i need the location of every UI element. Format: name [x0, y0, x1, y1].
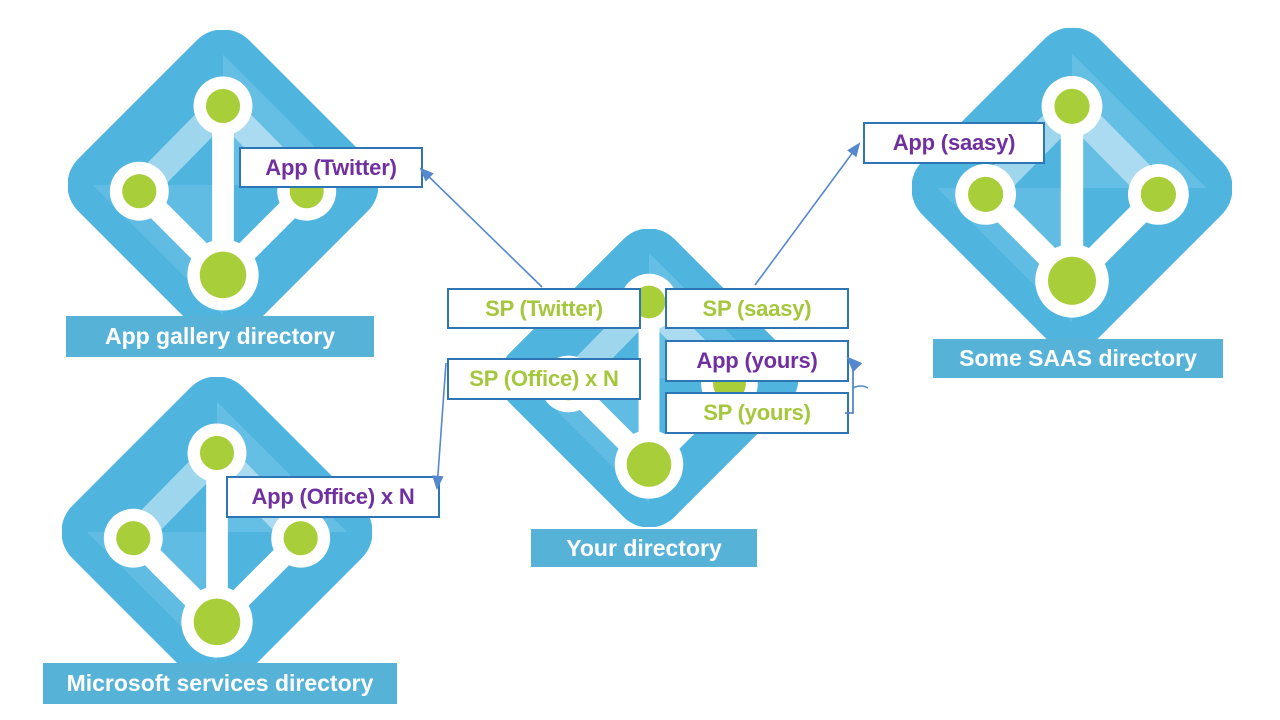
sp-office-label: SP (Office) x N [447, 358, 641, 400]
app-yours-label: App (yours) [665, 340, 849, 382]
microsoft-services-directory-icon [62, 377, 372, 687]
connector-sp-yours-to-app-yours-cusp [852, 385, 869, 389]
sp-twitter-label: SP (Twitter) [447, 288, 641, 329]
sp-saasy-label: SP (saasy) [665, 288, 849, 329]
app-twitter-label: App (Twitter) [239, 147, 423, 188]
some-saas-directory-icon [912, 28, 1232, 348]
your-directory-banner: Your directory [531, 529, 757, 567]
app-gallery-directory-banner: App gallery directory [66, 316, 374, 357]
arrow-sp-office-to-app-office [432, 362, 447, 491]
some-saas-directory-banner: Some SAAS directory [933, 339, 1223, 378]
sp-yours-label: SP (yours) [665, 392, 849, 434]
app-office-label: App (Office) x N [226, 476, 440, 518]
app-saasy-label: App (saasy) [863, 122, 1045, 164]
microsoft-services-directory-banner: Microsoft services directory [43, 663, 397, 704]
